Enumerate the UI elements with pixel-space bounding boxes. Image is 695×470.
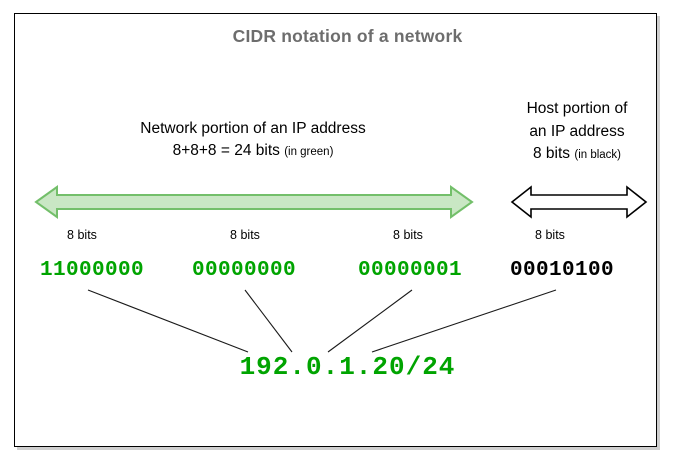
bits-label-octet-1: 8 bits xyxy=(67,228,97,242)
octet-binary-4: 00010100 xyxy=(510,259,615,282)
host-caption-note: (in black) xyxy=(574,149,622,161)
bits-label-octet-4: 8 bits xyxy=(535,228,565,242)
cidr-result: 192.0.1.20/24 xyxy=(239,352,456,382)
double-headed-arrow-black-icon xyxy=(510,185,648,219)
bits-label-octet-3: 8 bits xyxy=(393,228,423,242)
host-caption-line-1: Host portion of xyxy=(526,100,628,117)
network-caption-note: (in green) xyxy=(284,146,334,158)
figure-border xyxy=(14,13,657,447)
host-caption-line-3-main: 8 bits xyxy=(532,145,571,162)
host-caption-line-2: an IP address xyxy=(529,122,625,140)
host-portion-caption: Host portion of an IP address 8 bits (in… xyxy=(505,98,649,167)
network-caption-line-2-main: 8+8+8 = 24 bits xyxy=(172,142,280,159)
host-caption-line-3: 8 bits (in black) xyxy=(505,143,649,167)
octet-binary-1: 11000000 xyxy=(40,259,145,282)
network-portion-caption: Network portion of an IP address 8+8+8 =… xyxy=(36,118,470,164)
double-headed-arrow-green-icon xyxy=(34,185,474,219)
page-title: CIDR notation of a network xyxy=(232,26,463,46)
octet-binary-3: 00000001 xyxy=(358,259,463,282)
octet-binary-2: 00000000 xyxy=(192,259,297,282)
network-caption-line-1: Network portion of an IP address xyxy=(140,120,366,137)
network-caption-line-2: 8+8+8 = 24 bits (in green) xyxy=(36,139,470,164)
bits-label-octet-2: 8 bits xyxy=(230,228,260,242)
